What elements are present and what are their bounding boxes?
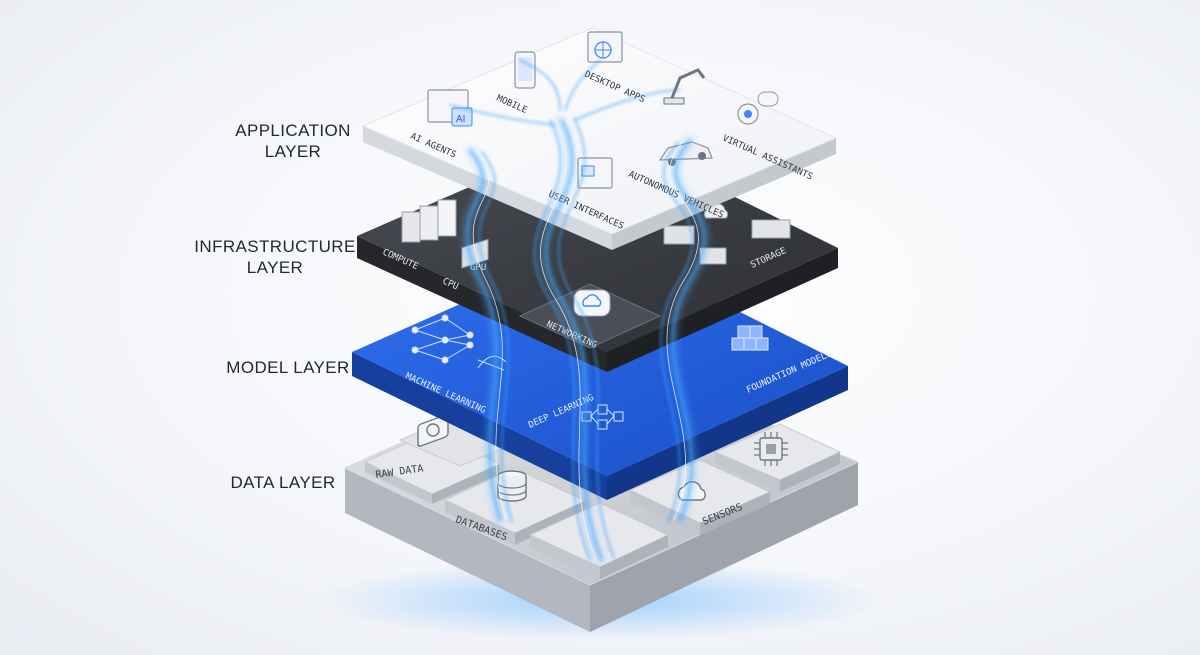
cpu-chip-icon (663, 225, 695, 245)
foundation-model-cubes-icon (731, 325, 769, 351)
network-cloud-icon (573, 289, 611, 317)
infrastructure-layer-title: INFRASTRUCTURE LAYER (194, 237, 356, 277)
model-layer-label: MODEL LAYER (203, 357, 373, 378)
hard-drive-icon (417, 414, 449, 447)
neural-network-icon (411, 314, 507, 371)
application-layer-label: APPLICATION LAYER (208, 120, 378, 162)
database-icon (497, 470, 527, 502)
data-flow-streams (449, 59, 708, 563)
virtual-assistant-icon (737, 91, 779, 125)
user-interface-window-icon (577, 157, 613, 189)
model-layer-title: MODEL LAYER (226, 358, 350, 377)
data-layer-label: DATA LAYER (198, 472, 368, 493)
server-rack-icon (401, 199, 457, 243)
gpu-label: GPU (470, 263, 486, 273)
infrastructure-layer-label: INFRASTRUCTURE LAYER (190, 236, 360, 278)
robot-arm-icon (663, 68, 706, 105)
mobile-phone-icon (514, 51, 536, 89)
sensor-chip-icon (754, 432, 788, 466)
data-layer-title: DATA LAYER (230, 473, 336, 492)
application-layer-title: APPLICATION LAYER (235, 121, 351, 161)
layer-labels: APPLICATION LAYER INFRASTRUCTURE LAYER M… (0, 0, 360, 655)
svg-text:AI: AI (456, 114, 465, 125)
storage-icon (699, 203, 791, 265)
globe-window-icon (587, 31, 623, 63)
ai-agents-window-icon: AI (427, 89, 473, 127)
